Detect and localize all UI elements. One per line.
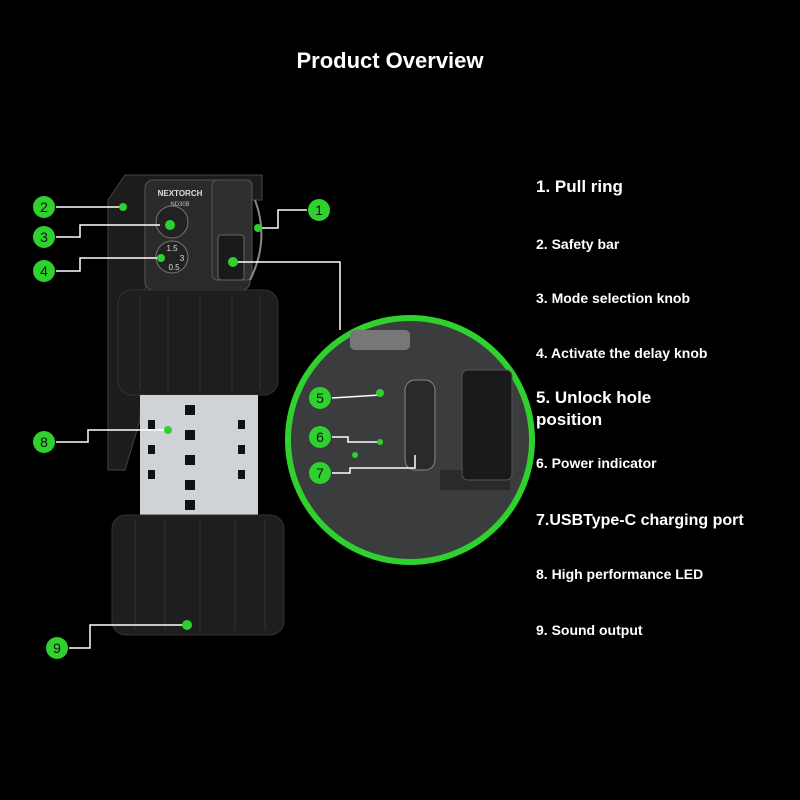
port-cover [461, 369, 513, 481]
model-text: ND30B [170, 202, 189, 208]
knob-value: 1.5 [166, 244, 178, 253]
page-title: Product Overview [296, 48, 484, 73]
knob-value: 3 [180, 254, 185, 263]
callout-badge: 2 [33, 196, 55, 218]
label-safety-bar: 2. Safety bar [536, 236, 620, 252]
callout-badge: 3 [33, 226, 55, 248]
knob-value: 0.5 [168, 263, 180, 272]
label-usb-port: 7.USBType-C charging port [536, 512, 744, 529]
led-section [140, 395, 258, 520]
label-mode-knob: 3. Mode selection knob [536, 290, 691, 306]
callout-badge: 1 [308, 199, 330, 221]
label-pull-ring: 1. Pull ring [536, 177, 623, 196]
callout-badge: 7 [309, 462, 331, 484]
label-led: 8. High performance LED [536, 566, 704, 582]
pull-ring [249, 199, 263, 281]
callout-badge: 9 [46, 637, 68, 659]
brand-text: NEXTORCH [158, 189, 203, 198]
label-delay-knob: 4. Activate the delay knob [536, 345, 708, 361]
usb-c-port [404, 379, 436, 471]
delay-knob [155, 240, 189, 274]
callout-badge: 4 [33, 260, 55, 282]
label-power-indicator: 6. Power indicator [536, 455, 657, 471]
callout-badge: 5 [309, 387, 331, 409]
label-unlock-hole-line2: position [536, 410, 603, 429]
upper-grip [117, 289, 279, 396]
callout-badge: 6 [309, 426, 331, 448]
callout-badge: 8 [33, 431, 55, 453]
lower-grip [111, 514, 285, 636]
label-unlock-hole: 5. Unlock hole [536, 388, 652, 407]
label-sound-output: 9. Sound output [536, 622, 643, 638]
